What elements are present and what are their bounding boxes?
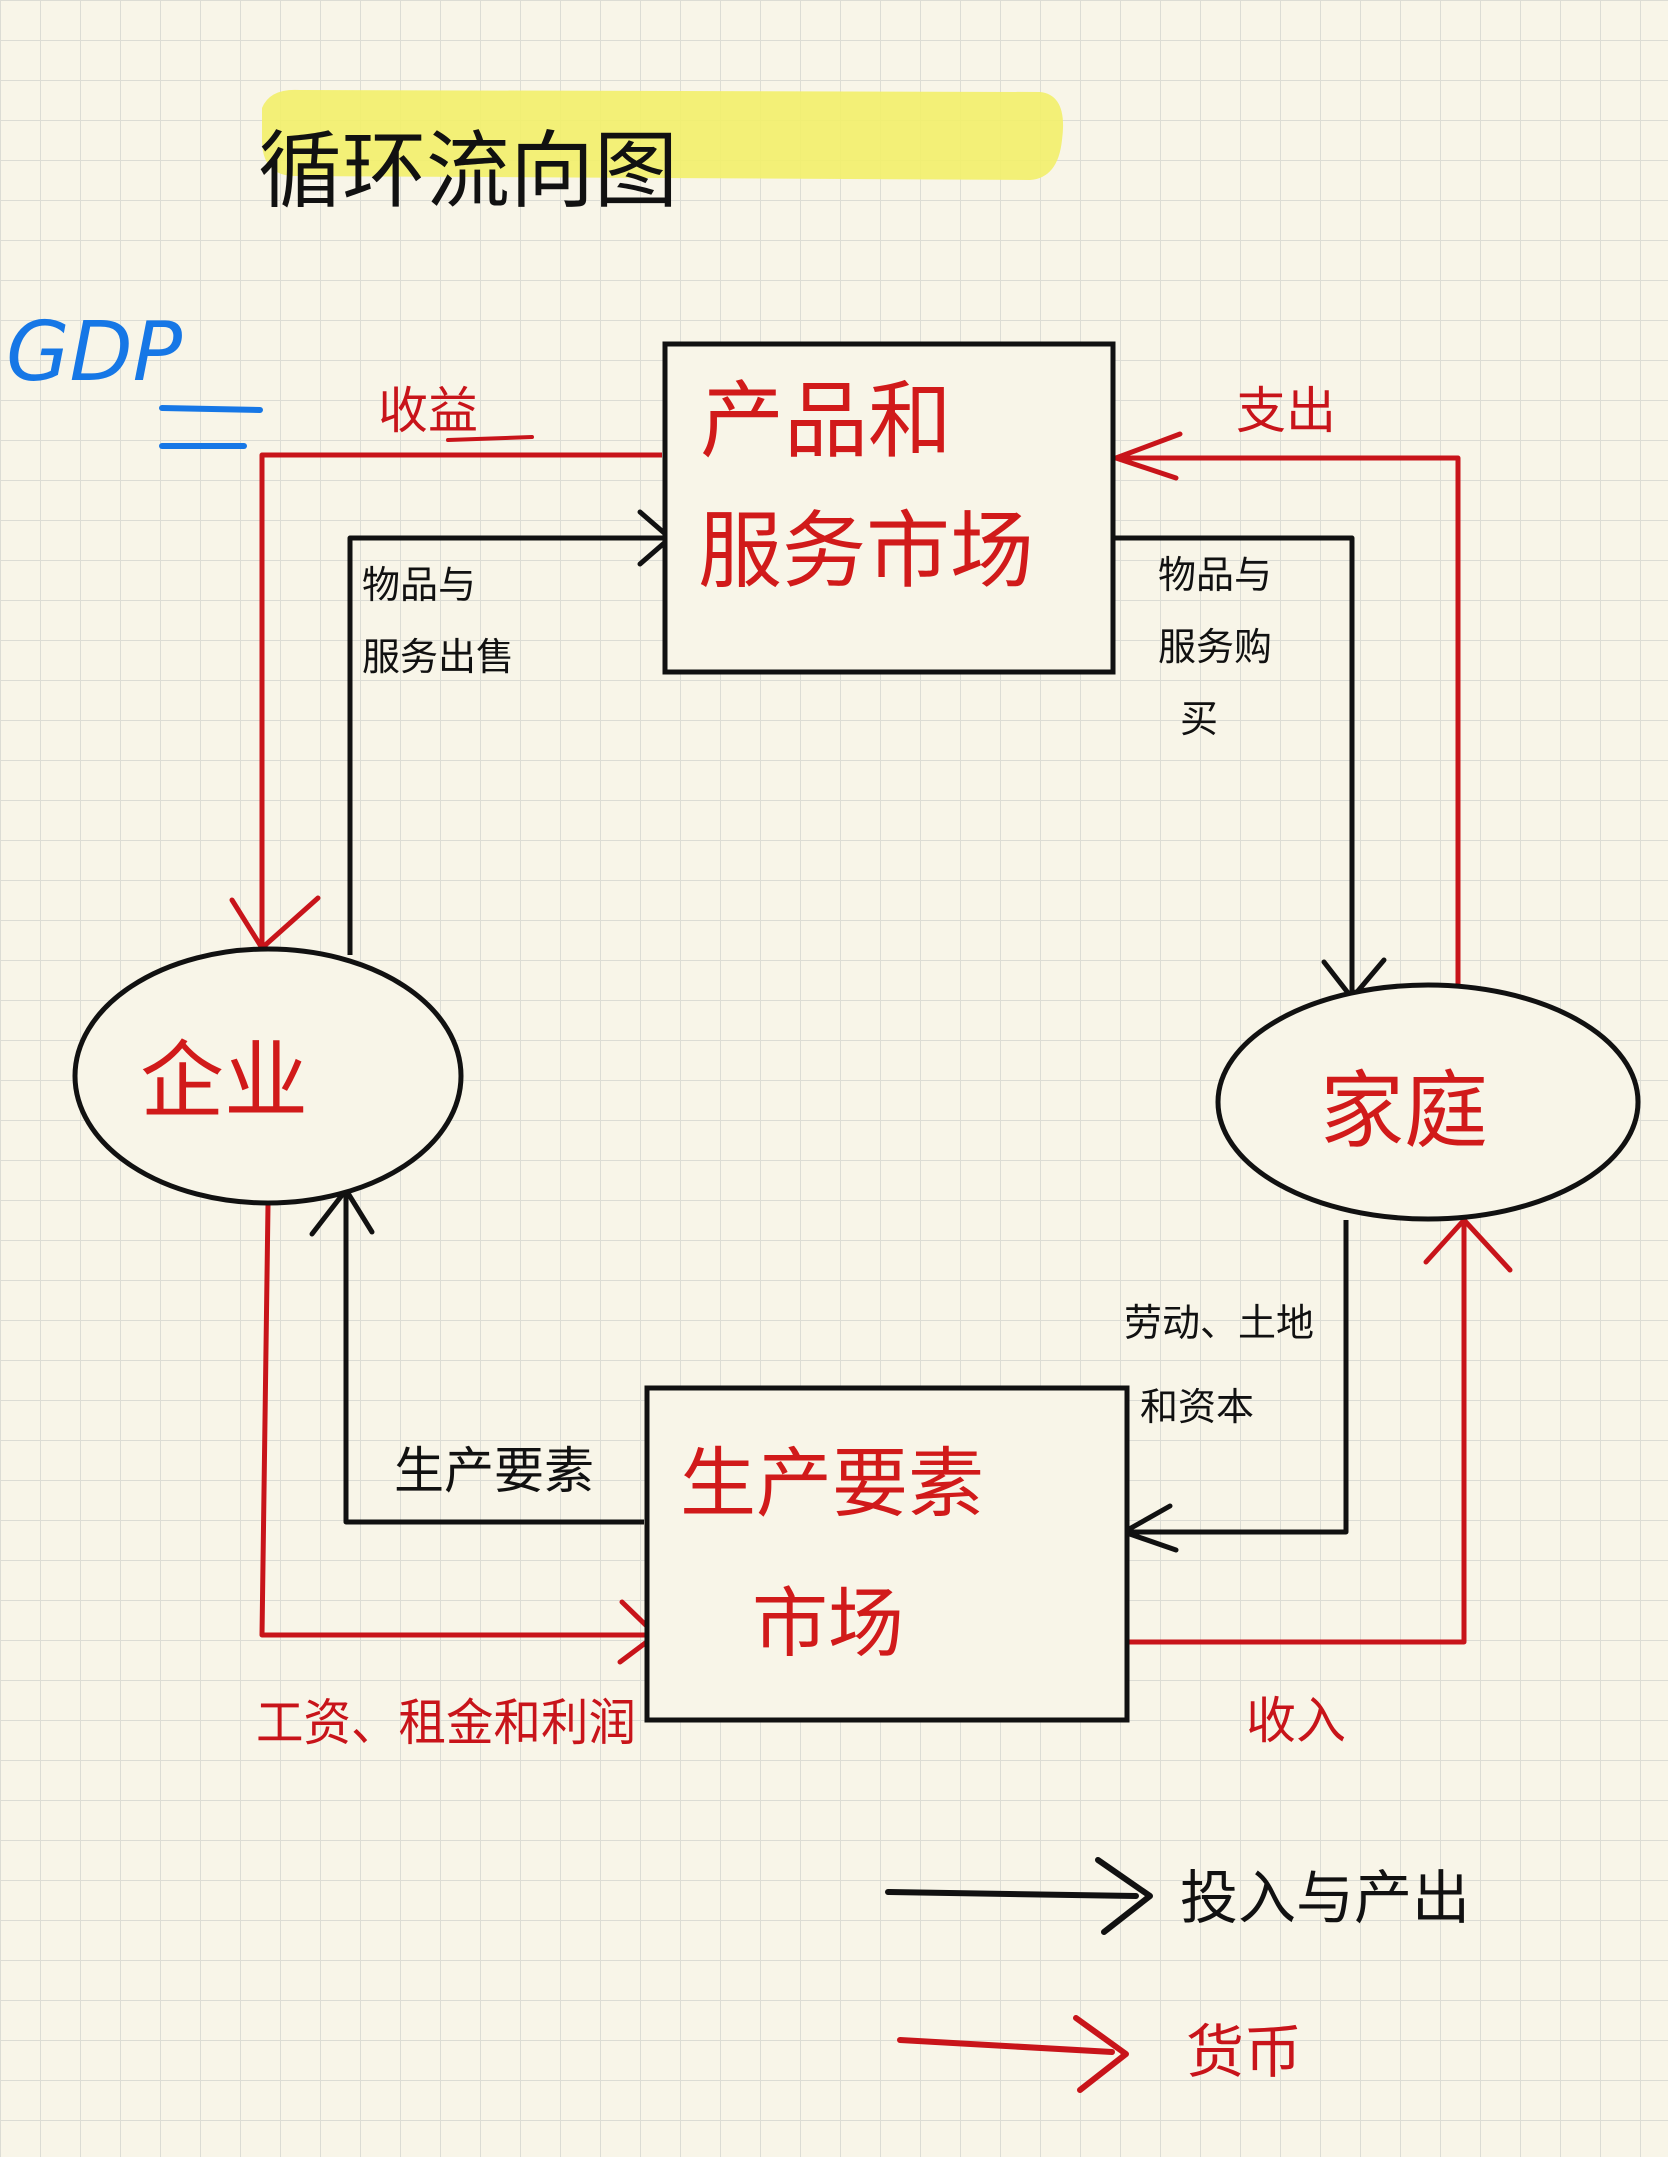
factors-of-production-label: 生产要素 <box>394 1442 594 1500</box>
goods-sold-flow-line <box>347 535 666 955</box>
labor-land-capital-label-line2: 和资本 <box>1140 1385 1254 1429</box>
gdp-label: GDP <box>6 305 183 400</box>
legend-red-label: 货币 <box>1186 2018 1302 2086</box>
labor-land-capital-arrowhead <box>1121 1503 1179 1553</box>
firms-node <box>72 946 464 1206</box>
goods-services-market-label-line2: 服务市场 <box>698 502 1034 600</box>
revenue-label: 收益 <box>378 382 478 440</box>
legend-black-label: 投入与产出 <box>1180 1864 1470 1932</box>
legend: 投入与产出 货币 <box>885 1857 1470 2093</box>
spending-flow-line <box>1116 455 1461 995</box>
firms-label: 企业 <box>140 1032 308 1130</box>
households-node <box>1215 982 1641 1222</box>
revenue-underline <box>446 435 534 442</box>
goods-sold-label-line1: 物品与 <box>362 563 476 607</box>
goods-services-market-box <box>662 341 1116 675</box>
wages-rent-profit-flow-line <box>259 1204 652 1638</box>
factors-flow-line <box>343 1190 644 1525</box>
spending-arrowhead <box>1113 431 1183 481</box>
goods-services-market-label-line1: 产品和 <box>700 372 952 470</box>
revenue-flow-line <box>259 452 662 945</box>
legend-black-line <box>885 1889 1139 1899</box>
title-highlight <box>262 89 1064 180</box>
income-label: 收入 <box>1246 1692 1346 1750</box>
income-arrowhead <box>1423 1217 1513 1273</box>
legend-red-line <box>897 2037 1115 2055</box>
goods-bought-label-line2: 服务购 <box>1158 625 1272 669</box>
factor-market-label-line1: 生产要素 <box>680 1439 984 1528</box>
goods-bought-label-line1: 物品与 <box>1158 553 1272 597</box>
factor-market-label-line2: 市场 <box>752 1579 904 1668</box>
factor-market-box <box>644 1385 1130 1723</box>
wages-rent-profit-label: 工资、租金和利润 <box>256 1694 636 1752</box>
goods-sold-label-line2: 服务出售 <box>362 635 514 679</box>
legend-black-arrowhead <box>1095 1857 1153 1935</box>
goods-bought-flow-line <box>1114 535 1355 995</box>
legend-red-arrowhead <box>1073 2015 1129 2093</box>
income-flow-line <box>1128 1222 1467 1645</box>
gdp-underline-1 <box>159 405 263 413</box>
labor-land-capital-flow-line <box>1126 1220 1349 1535</box>
spending-label: 支出 <box>1236 382 1336 440</box>
households-label: 家庭 <box>1320 1062 1488 1160</box>
revenue-arrowhead <box>229 895 321 951</box>
goods-bought-label-line3: 买 <box>1180 697 1218 741</box>
labor-land-capital-label-line1: 劳动、土地 <box>1124 1301 1314 1345</box>
page-title: 循环流向图 <box>258 122 678 220</box>
